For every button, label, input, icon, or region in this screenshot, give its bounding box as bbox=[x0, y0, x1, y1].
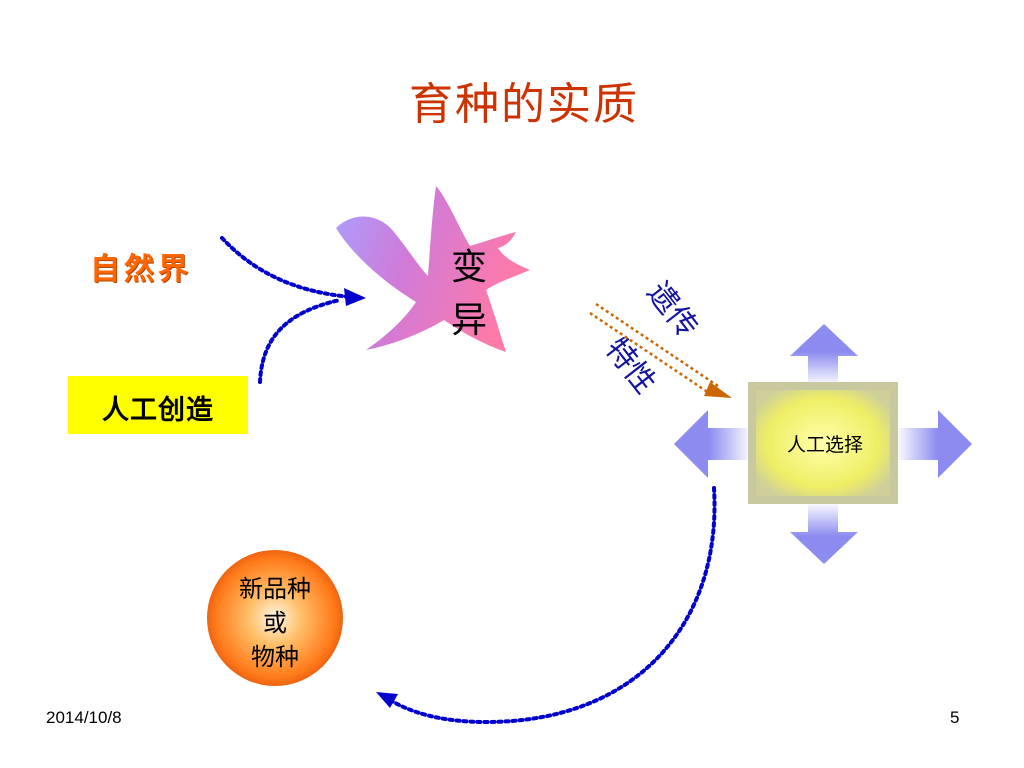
product-label: 新品种 或 物种 bbox=[207, 572, 343, 674]
four-way-arrow bbox=[674, 324, 972, 564]
footer-page-number: 5 bbox=[950, 708, 960, 727]
heredity-arrow bbox=[589, 302, 732, 398]
selection-arrow bbox=[388, 486, 717, 725]
artificial-selection-label: 人工选择 bbox=[786, 434, 863, 456]
nature-label: 自然界 bbox=[90, 252, 192, 287]
slide-title: 育种的实质 bbox=[409, 79, 639, 130]
footer-date: 2014/10/8 bbox=[46, 708, 122, 727]
variation-label-line1: 变 bbox=[451, 247, 488, 288]
artificial-creation-box bbox=[68, 376, 248, 434]
variation-label-line2: 异 bbox=[451, 300, 488, 341]
product-label-line1: 新品种 bbox=[239, 575, 311, 603]
variation-shape bbox=[336, 186, 530, 352]
product-label-line3: 物种 bbox=[251, 643, 299, 671]
artificial-creation-label: 人工创造 bbox=[102, 395, 214, 426]
artificial-arrow bbox=[258, 298, 342, 384]
selection-arrowhead bbox=[376, 692, 398, 708]
product-label-line2: 或 bbox=[263, 609, 287, 637]
product-circle bbox=[207, 550, 343, 686]
nature-arrow bbox=[220, 236, 354, 299]
nature-arrowhead bbox=[344, 288, 366, 306]
